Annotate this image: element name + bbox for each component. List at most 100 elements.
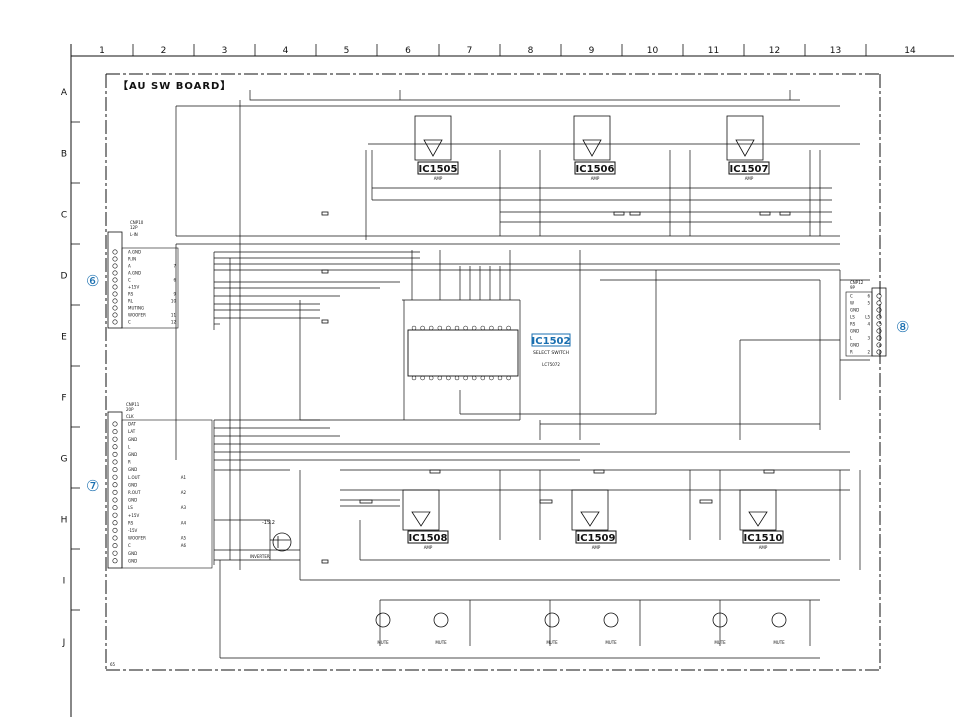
c8-pin-8 bbox=[876, 349, 882, 355]
c7-pin-2 bbox=[112, 436, 118, 442]
c7-pin-name: GND bbox=[128, 558, 137, 563]
c8-pin-7 bbox=[876, 342, 882, 348]
c8-pin-name: C bbox=[850, 294, 853, 299]
c7-pin-name: -15V bbox=[128, 528, 138, 533]
upper-amp-ics: IC1505 AMP IC1506 AMP IC1507 AMP bbox=[414, 115, 770, 181]
c7-pin-name: R bbox=[128, 460, 131, 465]
column-label-2: 2 bbox=[161, 46, 167, 56]
connector-7-head: CLK bbox=[126, 414, 134, 419]
c6-pin-1 bbox=[112, 256, 118, 262]
mute-transistor-1 bbox=[433, 612, 449, 628]
c7-pin-name: LAT bbox=[128, 429, 136, 434]
c7-pin-name: L.OUT bbox=[128, 475, 141, 480]
c6-pin-9 bbox=[112, 312, 118, 318]
mute-label: MUTE bbox=[714, 640, 726, 645]
c7-pin-name: WOOFER bbox=[128, 536, 146, 541]
c6-pin-num: 9 bbox=[173, 292, 176, 297]
c8-pin-num: 6 bbox=[867, 294, 870, 299]
inverter-label: INVERTER bbox=[250, 554, 270, 559]
c6-pin-name: MUTING bbox=[128, 306, 144, 311]
ic1505-func: AMP bbox=[434, 176, 443, 181]
c7-pin-num: A5 bbox=[181, 536, 187, 541]
c8-pin-num: 4 bbox=[867, 322, 870, 327]
c8-pin-name: LS bbox=[850, 315, 855, 320]
mute-transistor-0 bbox=[375, 612, 391, 628]
c7-pin-14 bbox=[112, 527, 118, 533]
c7-pin-name: GND bbox=[128, 452, 137, 457]
ic1502-pin-top bbox=[454, 325, 460, 331]
row-label-F: F bbox=[61, 394, 66, 404]
c8-pin-name: GND bbox=[850, 329, 859, 334]
c6-pin-0 bbox=[112, 249, 118, 255]
c6-pin-name: +15V bbox=[128, 285, 139, 290]
c8-pin-6 bbox=[876, 335, 882, 341]
c6-pin-name: R.IN bbox=[128, 257, 136, 262]
c7-pin-name: RS bbox=[128, 520, 134, 525]
ic1502-pin-top bbox=[437, 325, 443, 331]
c8-pin-1 bbox=[876, 300, 882, 306]
c7-pin-name: +15V bbox=[128, 513, 139, 518]
component-marks bbox=[321, 211, 791, 564]
c6-pin-name: RL bbox=[128, 299, 134, 304]
column-label-12: 12 bbox=[769, 46, 780, 56]
mute-transistor-3 bbox=[603, 612, 619, 628]
c8-pin-0 bbox=[876, 293, 882, 299]
c7-pin-name: GND bbox=[128, 437, 137, 442]
c6-pin-7 bbox=[112, 298, 118, 304]
connector-7-sub: 20P bbox=[126, 407, 134, 412]
c6-pin-num: 7 bbox=[173, 264, 176, 269]
c7-pin-name: GND bbox=[128, 467, 137, 472]
c7-pin-12 bbox=[112, 512, 118, 518]
c6-pin-name: RS bbox=[128, 292, 134, 297]
ic1506-func: AMP bbox=[591, 176, 600, 181]
connector-7-number: ⑦ bbox=[86, 477, 99, 495]
c7-pin-name: C bbox=[128, 543, 131, 548]
ic1510-func: AMP bbox=[759, 545, 768, 550]
row-label-D: D bbox=[61, 272, 68, 282]
ic1510-ref: IC1510 bbox=[744, 533, 783, 544]
c6-pin-10 bbox=[112, 319, 118, 325]
c8-pin-num: 5 bbox=[867, 301, 870, 306]
column-label-10: 10 bbox=[647, 46, 659, 56]
ic1507-func: AMP bbox=[745, 176, 754, 181]
ic1502-pin-bottom bbox=[463, 375, 468, 381]
ic1502-pin-top bbox=[446, 325, 451, 331]
ic1502-pin-bottom bbox=[454, 375, 460, 381]
c6-pin-name: WOOFER bbox=[128, 313, 146, 318]
column-label-14: 14 bbox=[904, 46, 916, 56]
c6-pin-5 bbox=[112, 284, 118, 290]
c6-pin-3 bbox=[112, 270, 118, 276]
c6-pin-name: A bbox=[128, 264, 131, 269]
ic1502-ref: IC1502 bbox=[532, 336, 571, 347]
mute-label: MUTE bbox=[605, 640, 617, 645]
column-label-4: 4 bbox=[283, 46, 289, 56]
ic1509: IC1509 AMP bbox=[571, 489, 617, 550]
c7-pin-15 bbox=[112, 535, 118, 541]
c8-pin-num: 3 bbox=[867, 336, 870, 341]
c6-pin-num: 11 bbox=[171, 313, 177, 318]
ic1508: IC1508 AMP bbox=[402, 489, 449, 550]
ic1502-pin-bottom bbox=[446, 375, 451, 381]
c6-pin-name: C bbox=[128, 320, 131, 325]
c7-pin-name: DAT bbox=[128, 422, 136, 427]
c7-pin-13 bbox=[112, 520, 118, 526]
c8-pin-2 bbox=[876, 307, 882, 313]
row-label-C: C bbox=[61, 211, 67, 221]
ic1502-pin-bottom bbox=[471, 375, 477, 381]
c7-pin-num: A6 bbox=[181, 543, 187, 548]
row-label-I: I bbox=[63, 577, 66, 587]
ic1502-pin-top bbox=[428, 325, 434, 331]
c7-pin-name: GND bbox=[128, 498, 137, 503]
sheet-frame bbox=[70, 44, 954, 717]
connector-6-number: ⑥ bbox=[86, 272, 99, 290]
inverter-transistor: -15.2 INVERTER bbox=[250, 520, 292, 559]
connector-6-sub: 12P bbox=[130, 225, 138, 230]
c8-pin-name: GND bbox=[850, 308, 859, 313]
row-label-A: A bbox=[61, 88, 68, 98]
c8-pin-4 bbox=[876, 321, 882, 327]
c7-pin-6 bbox=[112, 467, 118, 473]
c7-pin-name: LS bbox=[128, 505, 133, 510]
c7-pin-18 bbox=[112, 558, 118, 564]
